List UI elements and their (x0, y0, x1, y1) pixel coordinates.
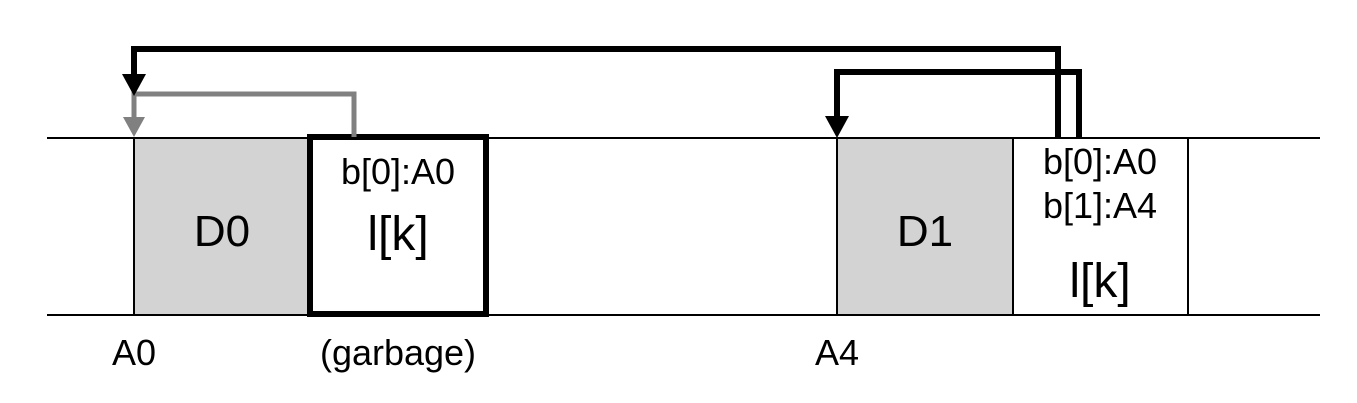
live-pointer-b1-arrowhead (825, 116, 849, 138)
address-a0-label: A0 (112, 332, 156, 373)
live-pointer-b0-arrowhead (122, 74, 146, 96)
d0-data-block (133, 137, 310, 316)
garbage-log-entry: l[k] (367, 208, 428, 261)
live-log-pointer-b0: b[0]:A0 (1043, 141, 1157, 182)
address-a4-label: A4 (815, 332, 859, 373)
garbage-log-block (307, 134, 489, 317)
live-log-pointer-b1: b[1]:A4 (1043, 185, 1157, 226)
live-pointer-b0-arrow (131, 46, 1061, 138)
stale-pointer-arrow (131, 91, 357, 137)
live-log-entry: l[k] (1069, 255, 1130, 308)
d1-label: D1 (897, 207, 953, 256)
live-pointer-b1-arrow (834, 69, 1082, 138)
d1-data-block (836, 137, 1014, 316)
garbage-log-pointer-b0: b[0]:A0 (341, 151, 455, 192)
d0-label: D0 (194, 207, 250, 256)
garbage-label: (garbage) (320, 332, 476, 373)
stale-pointer-arrowhead (123, 117, 145, 137)
live-log-block (1012, 137, 1189, 316)
